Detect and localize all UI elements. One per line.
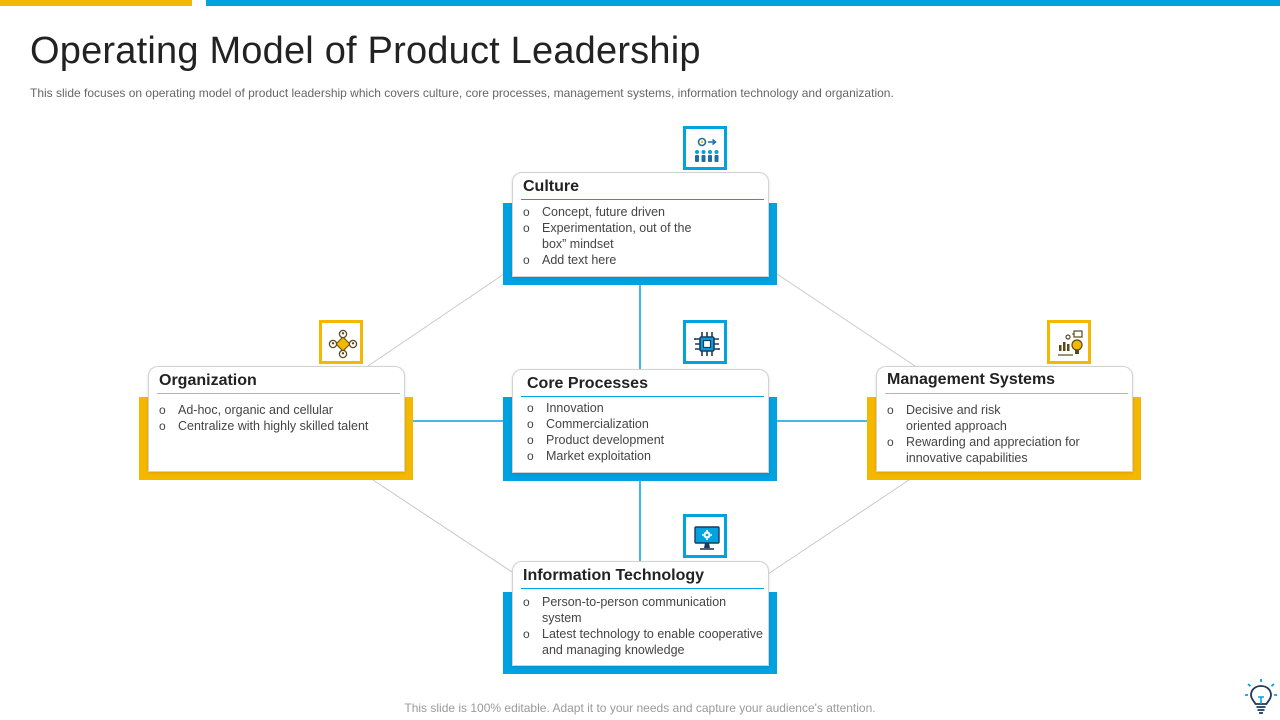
core-processes-list: Innovation Commercialization Product dev… bbox=[527, 400, 764, 464]
management-systems-title: Management Systems bbox=[887, 371, 1056, 388]
lightbulb-icon bbox=[1245, 679, 1277, 714]
culture-divider bbox=[521, 199, 764, 200]
footer-note: This slide is 100% editable. Adapt it to… bbox=[404, 701, 876, 715]
list-item: Commercialization bbox=[527, 416, 764, 432]
organization-icon-tile bbox=[319, 320, 363, 364]
organization-card: Organization Ad-hoc, organic and cellula… bbox=[148, 366, 405, 472]
team-gears-icon bbox=[695, 137, 719, 162]
culture-card: Culture Concept, future driven Experimen… bbox=[512, 172, 769, 277]
top-accent-bar-blue bbox=[206, 0, 1280, 6]
list-item: Market exploitation bbox=[527, 448, 764, 464]
list-item: Experimentation, out of the box” mindset bbox=[523, 220, 714, 252]
core-processes-divider bbox=[521, 396, 764, 397]
information-technology-card: Information Technology Person-to-person … bbox=[512, 561, 769, 666]
management-systems-card: Management Systems Decisive and risk ori… bbox=[876, 366, 1133, 472]
chart-bulb-icon bbox=[1058, 330, 1083, 356]
culture-list: Concept, future driven Experimentation, … bbox=[523, 204, 764, 268]
information-technology-divider bbox=[521, 588, 764, 589]
management-systems-divider bbox=[885, 393, 1128, 394]
information-technology-box: Information Technology Person-to-person … bbox=[503, 561, 777, 674]
information-technology-title: Information Technology bbox=[523, 567, 705, 584]
list-item: Person-to-person communication system bbox=[523, 594, 742, 626]
organization-title: Organization bbox=[159, 372, 257, 389]
core-processes-card: Core Processes Innovation Commercializat… bbox=[512, 369, 769, 473]
list-item: Concept, future driven bbox=[523, 204, 764, 220]
list-item: Product development bbox=[527, 432, 764, 448]
list-item: Centralize with highly skilled talent bbox=[159, 418, 400, 434]
management-systems-box: Management Systems Decisive and risk ori… bbox=[867, 366, 1141, 480]
top-accent-bar-yellow bbox=[0, 0, 192, 6]
list-item: Innovation bbox=[527, 400, 764, 416]
information-technology-icon-tile bbox=[683, 514, 727, 558]
information-technology-list: Person-to-person communication system La… bbox=[523, 594, 764, 658]
culture-box: Culture Concept, future driven Experimen… bbox=[503, 172, 777, 285]
list-item: Ad-hoc, organic and cellular bbox=[159, 402, 400, 418]
list-item: Add text here bbox=[523, 252, 764, 268]
list-item: Latest technology to enable cooperative … bbox=[523, 626, 772, 658]
monitor-gear-icon bbox=[694, 526, 720, 550]
list-item: Decisive and risk oriented approach bbox=[887, 402, 1038, 434]
core-processes-title: Core Processes bbox=[527, 375, 648, 392]
organization-box: Organization Ad-hoc, organic and cellula… bbox=[139, 366, 413, 480]
culture-icon-tile bbox=[683, 126, 727, 170]
culture-title: Culture bbox=[523, 178, 579, 195]
cpu-chip-icon bbox=[694, 332, 720, 356]
organization-list: Ad-hoc, organic and cellular Centralize … bbox=[159, 402, 400, 434]
management-systems-list: Decisive and risk oriented approach Rewa… bbox=[887, 402, 1128, 466]
organization-divider bbox=[157, 393, 400, 394]
management-systems-icon-tile bbox=[1047, 320, 1091, 364]
core-processes-icon-tile bbox=[683, 320, 727, 364]
list-item: Rewarding and appreciation for innovativ… bbox=[887, 434, 1106, 466]
core-processes-box: Core Processes Innovation Commercializat… bbox=[503, 369, 777, 481]
page-title: Operating Model of Product Leadership bbox=[30, 30, 701, 72]
network-people-icon bbox=[328, 329, 358, 359]
page-subtitle: This slide focuses on operating model of… bbox=[30, 86, 894, 100]
